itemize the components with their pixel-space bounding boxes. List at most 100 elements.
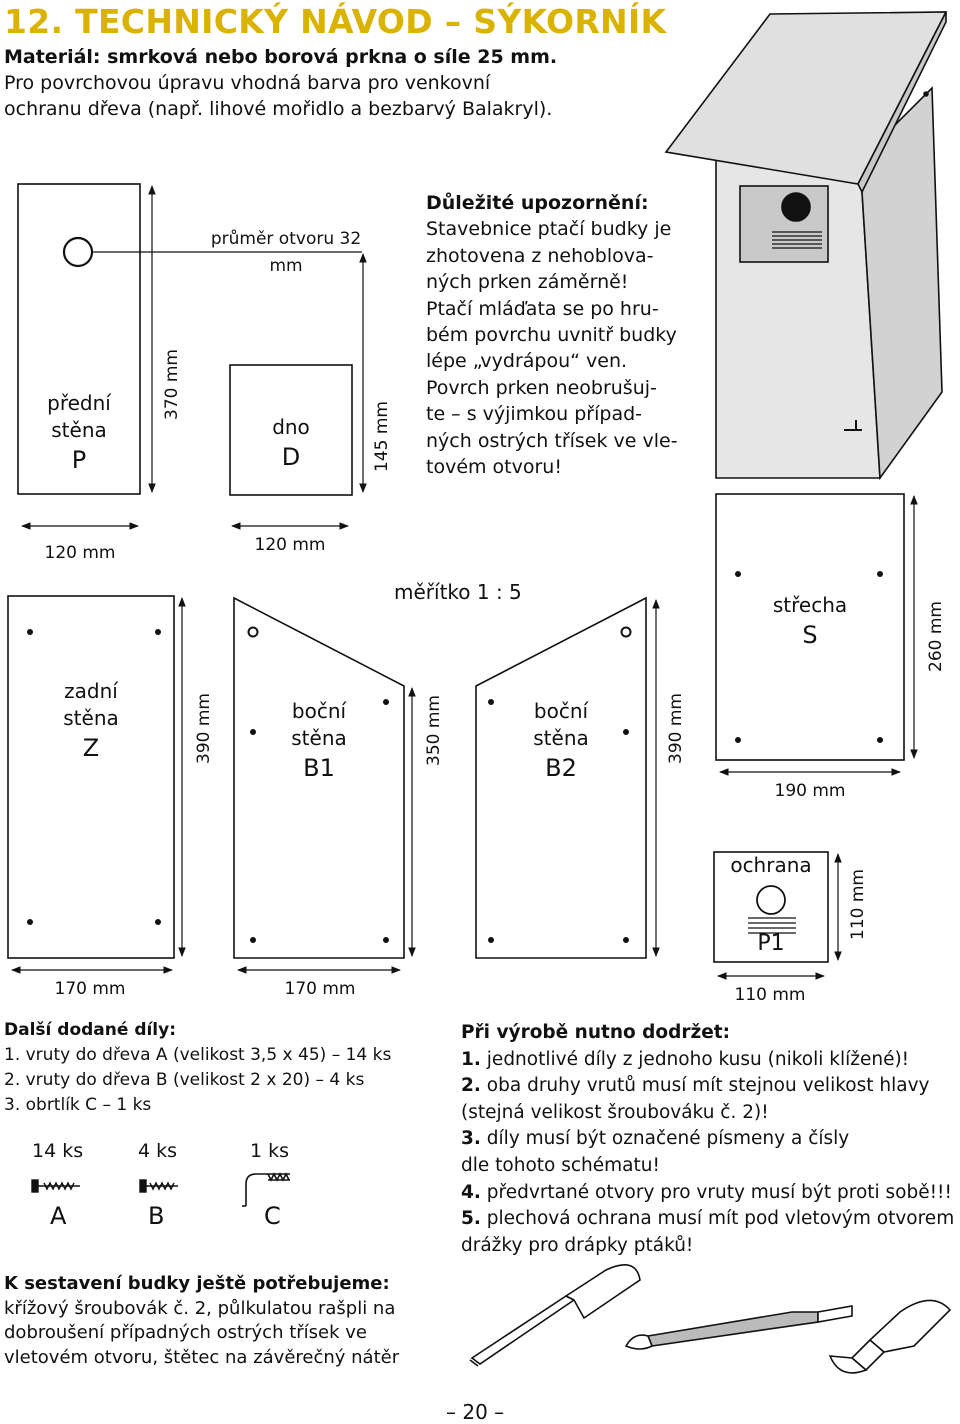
parts-list: Další dodané díly: 1. vruty do dřeva A (… (4, 1018, 391, 1118)
tools-line: křížový šroubovák č. 2, půlkulatou rašpl… (4, 1297, 396, 1319)
label-line: střecha (772, 593, 848, 617)
screw-b-drawing (139, 1179, 178, 1193)
rule-number: 5. (461, 1208, 481, 1230)
letter-c: C (264, 1202, 281, 1230)
parts-title: Další dodané díly: (4, 1020, 177, 1040)
intro-line: Materiál: smrková nebo borová prkna o sí… (4, 46, 558, 68)
front-height-dim: 370 mm (162, 349, 182, 420)
tools-section: K sestavení budky ještě potřebujeme: kří… (4, 1272, 399, 1370)
page-number: – 20 – (446, 1400, 505, 1424)
rule-number: 3. (461, 1128, 481, 1150)
guard-panel (713, 851, 829, 963)
rule-number: 1. (461, 1048, 481, 1070)
rasp-drawing (624, 1305, 853, 1350)
label-line: stěna (533, 726, 589, 750)
letter-b: B (148, 1202, 165, 1230)
roof-width-dim: 190 mm (774, 781, 846, 801)
label-line: zadní (64, 679, 118, 703)
scale-label: měřítko 1 : 5 (394, 580, 522, 604)
rule-item: 1. jednotlivé díly z jednoho kusu (nikol… (461, 1047, 960, 1074)
bottom-height-dim: 145 mm (372, 401, 392, 472)
rule-number: 4. (461, 1181, 481, 1203)
bottom-width-dim: 120 mm (254, 535, 326, 555)
tools-line: vletovém otvoru, štětec na závěrečný nát… (4, 1346, 400, 1368)
rule-text: dle tohoto schématu! (461, 1154, 660, 1176)
parts-item: 1. vruty do dřeva A (velikost 3,5 x 45) … (4, 1045, 392, 1065)
rule-text: jednotlivé díly z jednoho kusu (nikoli k… (486, 1048, 910, 1070)
rule-text: drážky pro drápky ptáků! (461, 1234, 694, 1256)
panel-code: B2 (545, 754, 577, 782)
front-width-dim: 120 mm (44, 543, 116, 563)
rule-text: předvrtané otvory pro vruty musí být pro… (486, 1181, 952, 1203)
parts-item: 2. vruty do dřeva B (velikost 2 x 20) – … (4, 1070, 365, 1090)
warning-line: te – s výjimkou případ- (426, 403, 643, 426)
rule-item: 4. předvrtané otvory pro vruty musí být … (461, 1180, 960, 1207)
side-b1-width-dim: 170 mm (284, 979, 356, 999)
label-line: stěna (63, 706, 119, 730)
parts-item: 3. obrtlík C – 1 ks (4, 1095, 152, 1115)
side-b1-height-dim: 350 mm (424, 695, 444, 766)
panel-code: D (281, 443, 301, 471)
roof-panel (715, 493, 905, 761)
intro-line: ochranu dřeva (např. lihové mořidlo a be… (4, 98, 553, 120)
rule-text: díly musí být označené písmeny a čísly (486, 1128, 850, 1150)
rule-item: 5. plechová ochrana musí mít pod vletový… (461, 1206, 960, 1233)
guard-width-dim: 110 mm (734, 985, 806, 1005)
count-a: 14 ks (32, 1140, 84, 1162)
warning-line: ných prken záměrně! (426, 271, 629, 294)
intro-text: Materiál: smrková nebo borová prkna o sí… (4, 44, 564, 122)
label-line: dno (272, 415, 310, 439)
page-title: 12. TECHNICKÝ NÁVOD – SÝKORNÍK (4, 2, 667, 41)
tools-line: dobroušení případných ostrých třísek ve (4, 1322, 367, 1343)
brush-drawing (828, 1299, 952, 1374)
rule-text: (stejná velikost šroubováku č. 2)! (461, 1101, 769, 1123)
birdhouse-sketch (664, 11, 948, 481)
warning-line: zhotovena z nehoblova- (426, 244, 654, 267)
guard-panel-label: ochrana (730, 853, 812, 877)
back-panel-label: zadní stěna Z (8, 678, 174, 764)
rule-text: plechová ochrana musí mít pod vletovým o… (486, 1208, 955, 1230)
back-panel (7, 595, 175, 959)
rule-item: 3. díly musí být označené písmeny a čísl… (461, 1126, 960, 1153)
screwdriver-drawing (469, 1264, 641, 1367)
guard-panel-code: P1 (757, 931, 785, 956)
label-line: boční (533, 699, 589, 723)
side-b2-label: boční stěna B2 (496, 698, 626, 784)
panel-code: P (71, 446, 87, 474)
guard-height-dim: 110 mm (848, 869, 868, 940)
warning-line: tovém otvoru! (426, 456, 562, 479)
warning-title: Důležité upozornění: (426, 192, 649, 214)
panel-code: S (802, 621, 818, 649)
rules-list: Při výrobě nutno dodržet: 1. jednotlivé … (461, 1020, 960, 1259)
front-panel (17, 183, 141, 495)
label-line: stěna (51, 418, 107, 442)
back-height-dim: 390 mm (194, 693, 214, 764)
warning-line: lépe „vydrápou“ ven. (426, 350, 628, 373)
warning-line: ných ostrých třísek ve vle- (426, 429, 678, 452)
count-c: 1 ks (250, 1140, 290, 1162)
warning-line: Ptačí mláďata se po hru- (426, 297, 659, 320)
entrance-hole (62, 236, 94, 268)
back-width-dim: 170 mm (54, 979, 126, 999)
screw-a-drawing (31, 1179, 80, 1193)
rules-title: Při výrobě nutno dodržet: (461, 1022, 731, 1043)
side-b2-height-dim: 390 mm (666, 693, 686, 764)
rule-text: oba druhy vrutů musí mít stejnou velikos… (486, 1075, 930, 1097)
warning-line: bém povrchu uvnitř budky (426, 324, 677, 347)
tools-title: K sestavení budky ještě potřebujeme: (4, 1273, 390, 1294)
count-b: 4 ks (138, 1140, 178, 1162)
bottom-panel-label: dno D (230, 414, 352, 473)
side-panel-b2 (475, 596, 647, 959)
panel-code: Z (82, 734, 100, 762)
rule-number: 2. (461, 1075, 481, 1097)
front-panel-label: přední stěna P (18, 390, 140, 476)
warning-line: Povrch prken neobrušuj- (426, 376, 657, 399)
letter-a: A (50, 1202, 67, 1230)
bottom-panel (229, 364, 353, 496)
hook-c-drawing (242, 1172, 290, 1207)
warning-box: Důležité upozornění: Stavebnice ptačí bu… (426, 190, 706, 480)
label-line: boční (291, 699, 347, 723)
roof-panel-label: střecha S (716, 592, 904, 651)
label-line: přední (47, 391, 111, 415)
